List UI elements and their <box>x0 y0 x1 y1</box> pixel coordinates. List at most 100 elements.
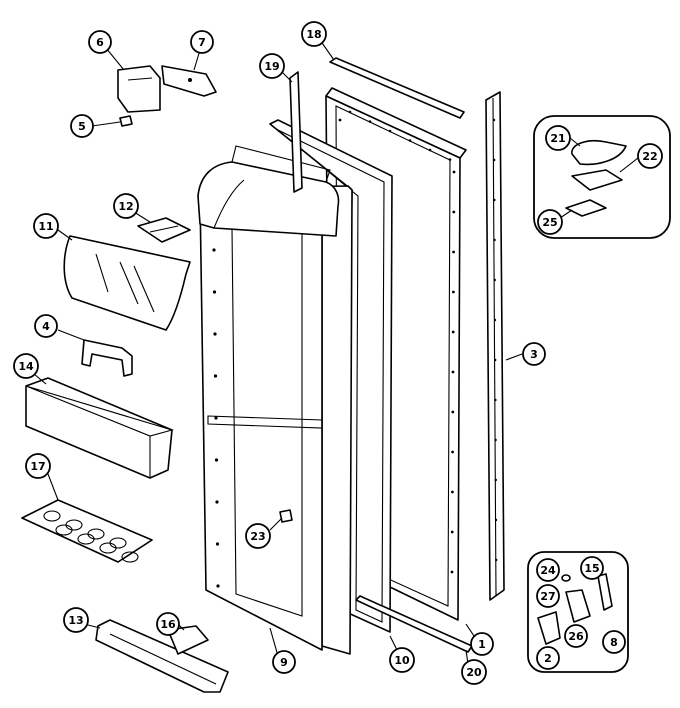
svg-text:10: 10 <box>394 654 410 667</box>
screw-hole <box>450 570 454 574</box>
screw-hole <box>493 278 496 282</box>
callout-11: 11 <box>33 213 59 239</box>
callout-2: 2 <box>536 646 560 670</box>
screw-5 <box>119 115 133 127</box>
svg-text:11: 11 <box>38 220 53 233</box>
screw-hole <box>493 198 496 202</box>
svg-text:4: 4 <box>42 320 50 333</box>
trim-strip-right <box>485 91 505 601</box>
screw-hole <box>338 118 342 122</box>
screw-hole <box>451 370 455 374</box>
svg-text:5: 5 <box>78 120 86 133</box>
screw-hole <box>388 129 392 133</box>
screw-hole <box>368 120 372 123</box>
callout-19: 19 <box>259 53 285 79</box>
callout-25: 25 <box>537 209 563 235</box>
svg-text:20: 20 <box>466 666 482 679</box>
glass-shelf <box>63 235 191 331</box>
svg-text:18: 18 <box>306 28 321 41</box>
screw-hole <box>493 158 496 162</box>
screw-hole <box>492 118 496 122</box>
svg-text:26: 26 <box>568 630 584 643</box>
screw-hole <box>452 170 456 174</box>
screw-hole <box>212 290 217 294</box>
screw-hole <box>214 458 219 462</box>
screw-hole <box>408 139 412 142</box>
screw-23 <box>279 509 293 523</box>
screw-hole <box>451 330 455 334</box>
screw-hole <box>494 398 497 402</box>
svg-text:16: 16 <box>160 618 176 631</box>
callout-4: 4 <box>34 314 58 338</box>
callout-17: 17 <box>25 453 51 479</box>
svg-text:25: 25 <box>542 216 557 229</box>
screw-hole <box>494 478 497 482</box>
callout-10: 10 <box>389 647 415 673</box>
screw-hole <box>213 374 218 378</box>
hinge-bracket <box>117 65 161 113</box>
svg-text:8: 8 <box>610 636 618 649</box>
egg-cup <box>121 551 139 563</box>
callout-16: 16 <box>156 612 180 636</box>
screw-hole <box>348 110 352 114</box>
screw-hole <box>493 238 496 242</box>
screw-hole <box>451 490 454 494</box>
callout-27: 27 <box>536 584 560 608</box>
switch-assembly <box>161 65 217 97</box>
screw-hole <box>494 518 498 522</box>
callout-18: 18 <box>301 21 327 47</box>
svg-text:6: 6 <box>96 36 104 49</box>
inset-top-hinge <box>533 115 671 239</box>
svg-text:14: 14 <box>18 360 34 373</box>
callout-26: 26 <box>564 624 588 648</box>
egg-cup <box>55 524 73 536</box>
callout-20: 20 <box>461 659 487 685</box>
screw-hole <box>215 542 220 546</box>
svg-text:17: 17 <box>30 460 45 473</box>
callout-23: 23 <box>245 523 271 549</box>
screw-hole <box>494 438 497 442</box>
callout-6: 6 <box>88 30 112 54</box>
callout-1: 1 <box>470 632 494 656</box>
screw-hole <box>452 290 455 294</box>
screw-hole <box>494 358 497 362</box>
svg-text:21: 21 <box>550 132 565 145</box>
screw-hole <box>451 410 455 414</box>
callout-3: 3 <box>522 342 546 366</box>
egg-cup <box>43 510 61 522</box>
screw-hole <box>452 250 455 254</box>
callout-labels: 1 2 3 4 5 6 7 8 9 10 11 12 13 14 15 16 1… <box>13 21 663 685</box>
callout-5: 5 <box>70 114 94 138</box>
svg-text:3: 3 <box>530 348 538 361</box>
svg-text:15: 15 <box>584 562 599 575</box>
screw-hole <box>452 210 456 214</box>
callout-21: 21 <box>545 125 571 151</box>
screw-hole <box>213 332 217 336</box>
egg-tray <box>21 499 153 563</box>
door-inner-liner <box>197 145 353 655</box>
screw-hole <box>212 248 216 252</box>
svg-text:12: 12 <box>118 200 133 213</box>
svg-text:19: 19 <box>264 60 279 73</box>
screw-hole <box>215 500 219 504</box>
svg-text:7: 7 <box>198 36 206 49</box>
door-bin-large <box>25 377 174 479</box>
screw-hole <box>451 450 454 454</box>
trim-strip-left <box>289 71 303 193</box>
bin-bracket <box>167 625 209 655</box>
screw-hole <box>493 318 497 322</box>
callout-7: 7 <box>190 30 214 54</box>
callout-22: 22 <box>637 143 663 169</box>
callout-9: 9 <box>272 650 296 674</box>
dispenser-lever <box>81 339 133 377</box>
screw-hole <box>495 558 498 562</box>
svg-text:27: 27 <box>540 590 555 603</box>
screw-hole <box>214 416 218 420</box>
callout-15: 15 <box>580 556 604 580</box>
svg-text:9: 9 <box>280 656 288 669</box>
screw-hole <box>450 530 454 534</box>
screw-hole <box>216 584 220 588</box>
screw-hole <box>428 148 432 152</box>
callout-24: 24 <box>536 558 560 582</box>
svg-text:1: 1 <box>478 638 486 651</box>
